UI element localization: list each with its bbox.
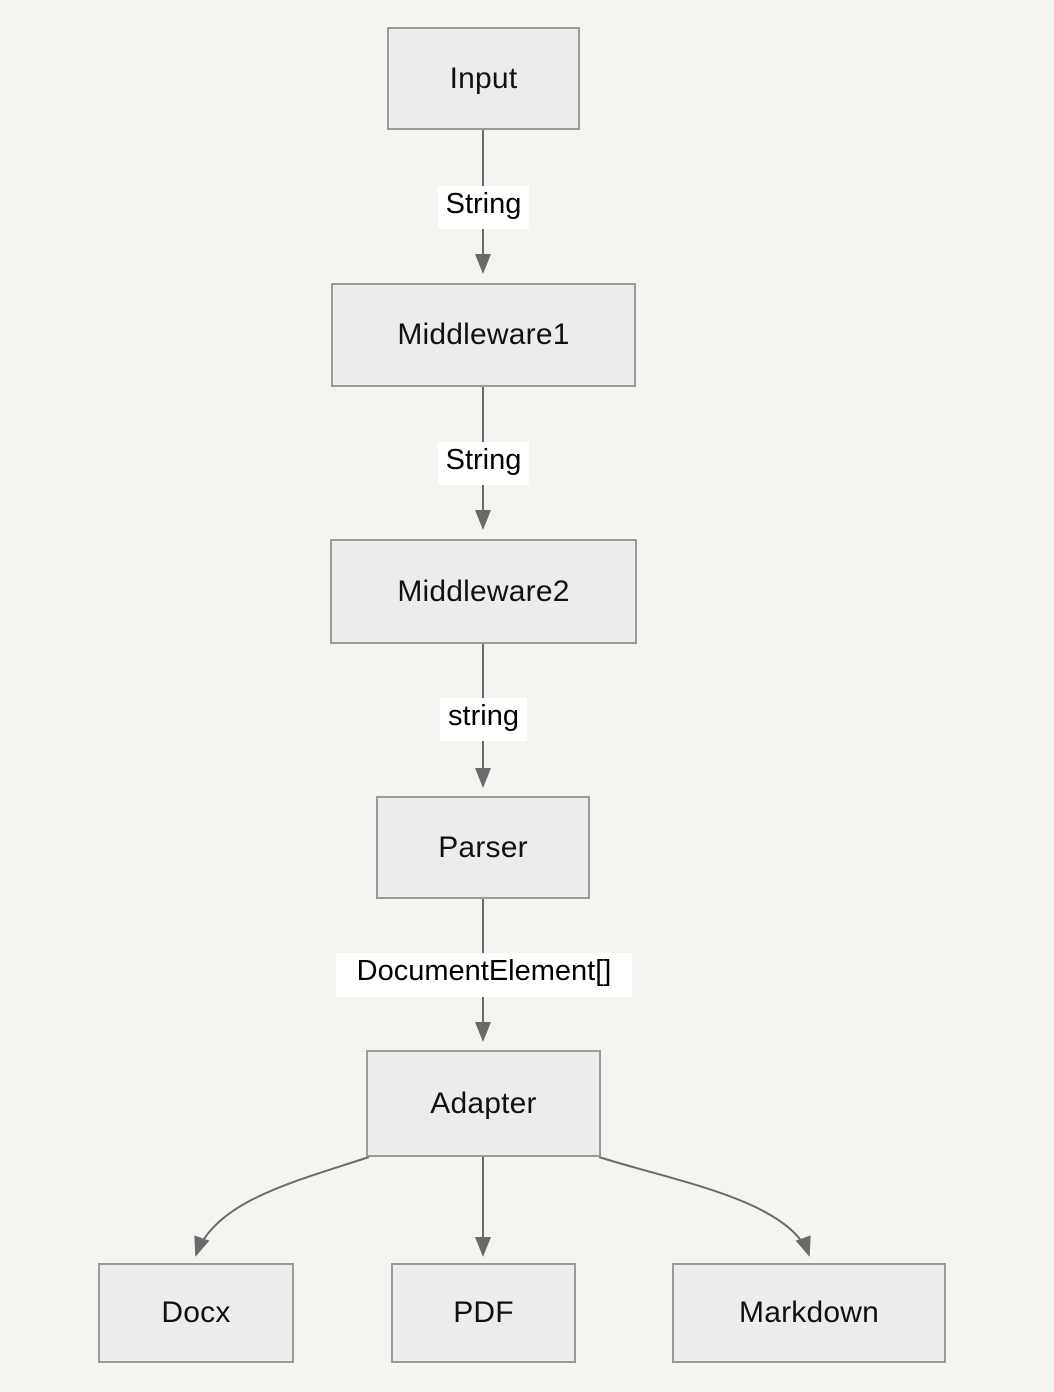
node-middleware1[interactable]: Middleware1: [331, 283, 636, 387]
node-middleware2[interactable]: Middleware2: [330, 539, 637, 644]
node-markdown-label: Markdown: [739, 1296, 879, 1329]
edge-label-parser-to-adapter: DocumentElement[]: [336, 953, 632, 997]
node-parser-label: Parser: [438, 830, 528, 864]
node-middleware2-label: Middleware2: [397, 574, 570, 608]
node-adapter[interactable]: Adapter: [366, 1050, 601, 1157]
edge-adapter-to-markdown: [598, 1156, 811, 1257]
node-markdown[interactable]: Markdown: [672, 1263, 946, 1363]
node-middleware1-label: Middleware1: [397, 318, 570, 351]
node-adapter-label: Adapter: [430, 1086, 537, 1120]
edge-label-middleware1-to-middleware2: String: [438, 442, 529, 485]
node-parser[interactable]: Parser: [376, 796, 590, 899]
node-input-label: Input: [449, 61, 518, 95]
node-docx[interactable]: Docx: [98, 1263, 294, 1363]
edge-label-middleware2-to-parser: string: [440, 698, 527, 741]
node-pdf-label: PDF: [453, 1296, 514, 1329]
node-pdf[interactable]: PDF: [391, 1263, 576, 1363]
node-docx-label: Docx: [161, 1296, 231, 1329]
edge-label-input-to-middleware1: String: [438, 186, 529, 229]
edge-adapter-to-docx: [194, 1156, 370, 1257]
node-input[interactable]: Input: [387, 27, 580, 130]
